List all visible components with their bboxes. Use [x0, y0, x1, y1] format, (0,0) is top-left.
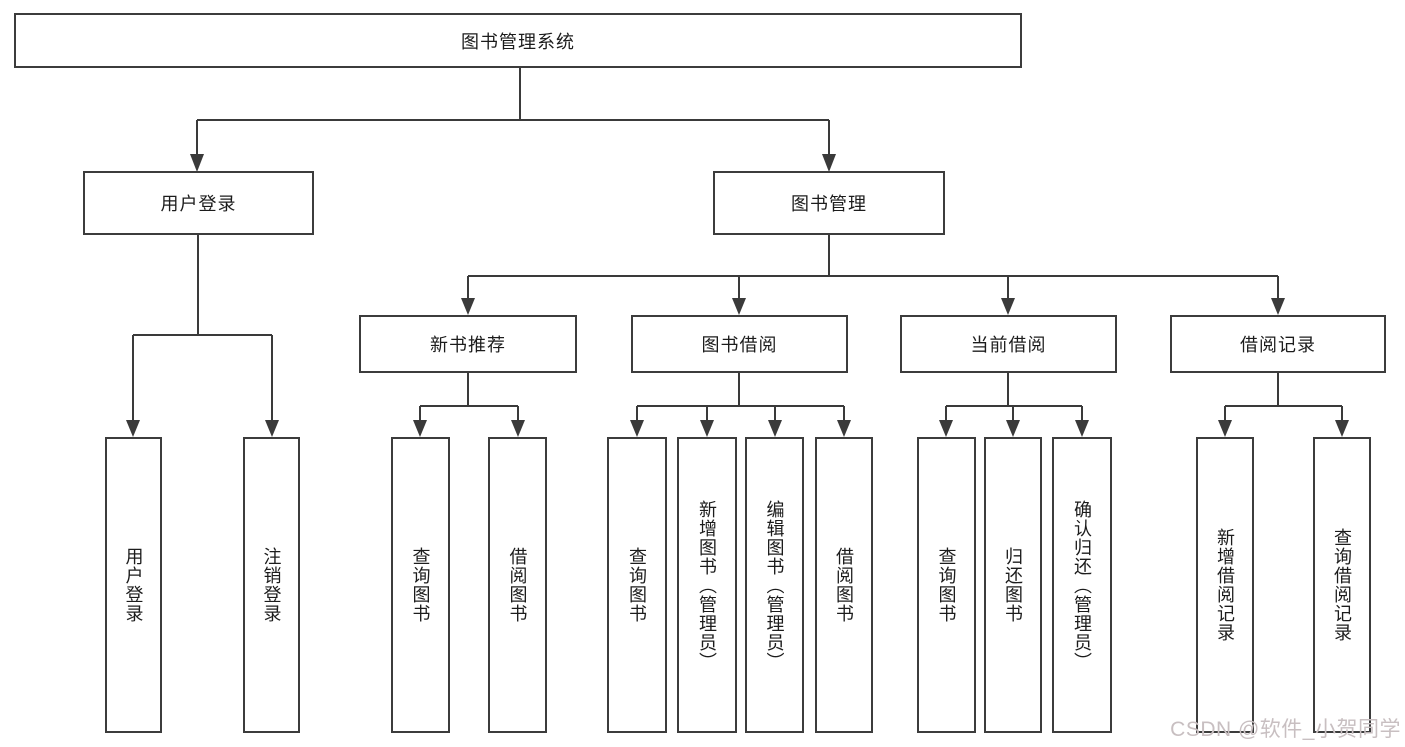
node-leaf-borrow-borrow-book: 借阅图书: [815, 437, 873, 733]
node-leaf-recommend-query-book: 查询图书: [391, 437, 450, 733]
node-new-book-recommend: 新书推荐: [359, 315, 577, 373]
node-label: 图书管理: [791, 194, 867, 214]
node-leaf-logout: 注销登录: [243, 437, 300, 733]
node-label: 借阅记录: [1240, 335, 1316, 355]
node-label: 确认归还（管理员）: [1072, 499, 1092, 671]
node-label: 借阅图书: [507, 547, 528, 623]
node-label: 用户登录: [160, 194, 237, 214]
node-leaf-borrow-query-book: 查询图书: [607, 437, 667, 733]
node-borrow-record: 借阅记录: [1170, 315, 1386, 373]
csdn-watermark: CSDN @软件_小贺同学: [1170, 718, 1401, 741]
node-label: 查询图书: [627, 547, 647, 623]
node-label: 注销登录: [261, 547, 282, 623]
node-leaf-current-confirm-return: 确认归还（管理员）: [1052, 437, 1112, 733]
node-label: 新书推荐: [430, 335, 506, 355]
node-leaf-borrow-edit-book: 编辑图书（管理员）: [745, 437, 804, 733]
node-label: 新增借阅记录: [1215, 528, 1235, 642]
node-label: 新增图书（管理员）: [697, 499, 717, 671]
node-label: 查询借阅记录: [1332, 528, 1352, 642]
node-label: 当前借阅: [970, 335, 1047, 355]
node-leaf-recommend-borrow-book: 借阅图书: [488, 437, 547, 733]
node-book-management: 图书管理: [713, 171, 945, 235]
node-leaf-record-query: 查询借阅记录: [1313, 437, 1371, 733]
node-label: 编辑图书（管理员）: [764, 499, 785, 671]
node-label: 查询图书: [410, 547, 431, 623]
arrowheads: [126, 154, 1349, 437]
node-user-login-branch: 用户登录: [83, 171, 314, 235]
node-label: 用户登录: [123, 547, 144, 623]
node-library-system: 图书管理系统: [14, 13, 1022, 68]
node-leaf-user-login: 用户登录: [105, 437, 162, 733]
node-leaf-current-return-book: 归还图书: [984, 437, 1042, 733]
node-leaf-record-add: 新增借阅记录: [1196, 437, 1254, 733]
node-leaf-current-query-book: 查询图书: [917, 437, 976, 733]
node-leaf-borrow-add-book: 新增图书（管理员）: [677, 437, 737, 733]
node-label: 借阅图书: [834, 547, 854, 623]
node-label: 图书借阅: [701, 335, 778, 355]
node-label: 图书管理系统: [461, 31, 575, 52]
node-label: 归还图书: [1003, 547, 1023, 623]
node-label: 查询图书: [936, 547, 957, 623]
node-book-borrow: 图书借阅: [631, 315, 848, 373]
node-current-borrow: 当前借阅: [900, 315, 1117, 373]
